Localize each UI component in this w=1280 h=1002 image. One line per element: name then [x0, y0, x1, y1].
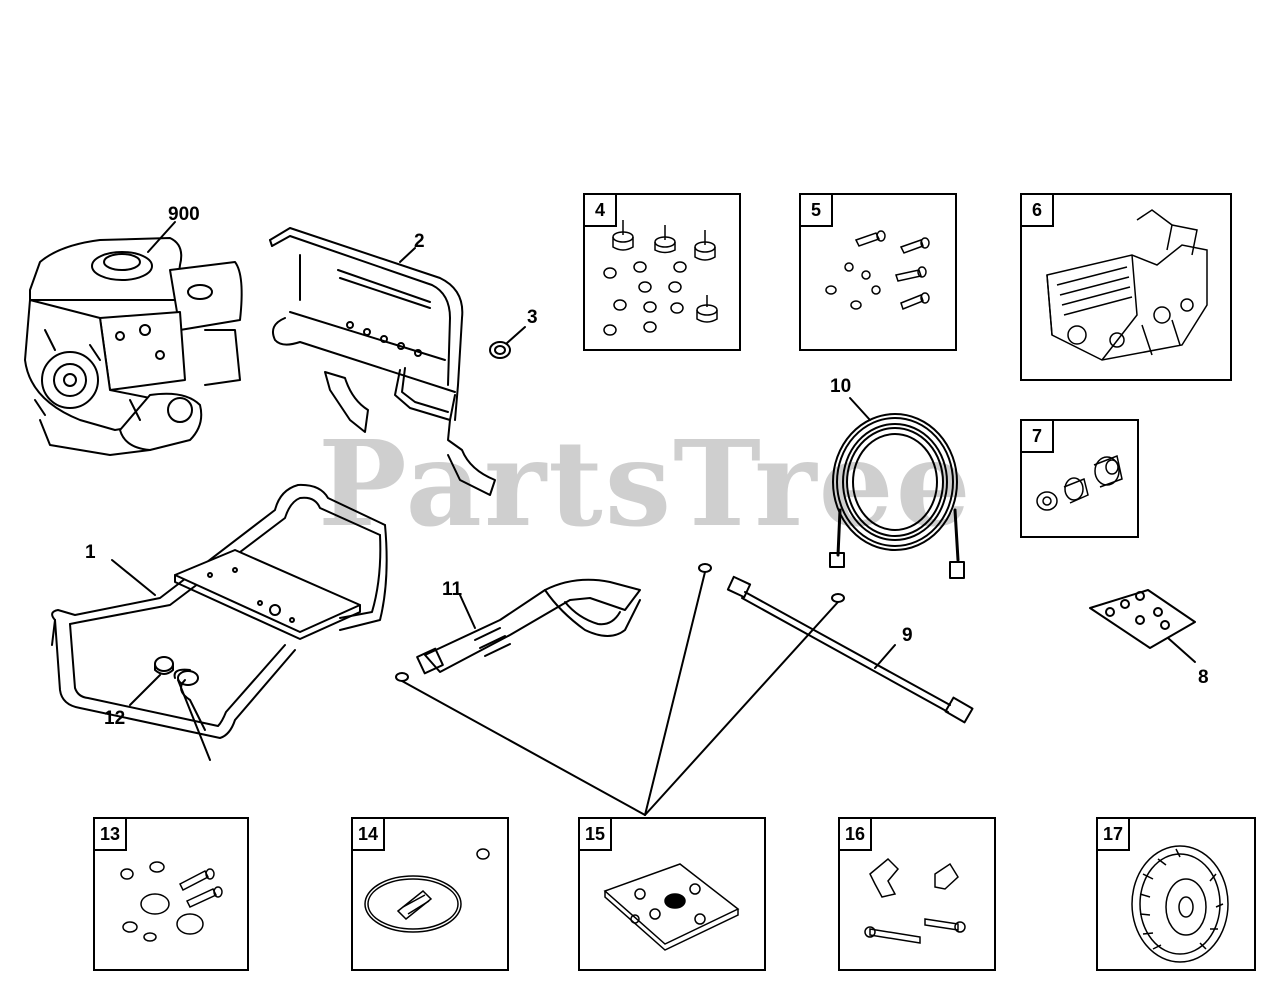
callout-12: 12 — [104, 708, 126, 729]
callout-8: 8 — [1198, 667, 1209, 688]
kit-box-7-number: 7 — [1022, 421, 1054, 453]
kit-box-4: 4 — [583, 193, 741, 351]
kit-box-16-number: 16 — [840, 819, 872, 851]
kit-box-5: 5 — [799, 193, 957, 351]
kit-box-15-number: 15 — [580, 819, 612, 851]
kit-box-17-number: 17 — [1098, 819, 1130, 851]
seal-kit-icon — [603, 863, 740, 951]
nozzle-kit-illustration — [1089, 589, 1196, 649]
kit-box-14-number: 14 — [353, 819, 385, 851]
base-frame-illustration — [51, 483, 388, 761]
kit-box-7: 7 — [1020, 419, 1139, 538]
kit-box-17: 17 — [1096, 817, 1256, 971]
leader-15-a — [401, 680, 646, 816]
pump-icon — [1046, 209, 1208, 361]
callout-10: 10 — [830, 376, 852, 397]
leader-15-c — [644, 601, 839, 816]
kit-box-16: 16 — [838, 817, 996, 971]
hose-coil-illustration — [829, 413, 965, 603]
nut-3-illustration — [489, 341, 511, 359]
leader-3 — [506, 326, 526, 344]
leader-11 — [459, 594, 476, 629]
spray-gun-illustration — [395, 578, 641, 682]
callout-3: 3 — [527, 307, 538, 328]
wheel-icon — [1131, 845, 1229, 963]
leader-8 — [1167, 637, 1196, 663]
leader-900 — [147, 221, 176, 253]
kit-box-6: 6 — [1020, 193, 1232, 381]
leader-10 — [849, 397, 871, 421]
kit-box-14: 14 — [351, 817, 509, 971]
leader-1 — [111, 559, 156, 596]
leader-15-b — [644, 571, 706, 816]
callout-900: 900 — [168, 204, 200, 225]
kit-box-13: 13 — [93, 817, 249, 971]
kit-box-13-number: 13 — [95, 819, 127, 851]
leader-2 — [399, 247, 416, 263]
engine-illustration — [24, 237, 243, 456]
hardware-kit-13-icon — [120, 861, 223, 942]
callout-9: 9 — [902, 625, 913, 646]
leader-9 — [874, 644, 896, 669]
bolts-icon — [825, 230, 930, 310]
callout-2: 2 — [414, 231, 425, 252]
frame-handle-illustration — [269, 227, 496, 496]
o-ring-filter-icon — [364, 848, 490, 933]
callout-1: 1 — [85, 542, 96, 563]
callout-11: 11 — [442, 579, 463, 600]
cap-12-illustration — [154, 656, 174, 675]
wand-illustration — [698, 563, 974, 724]
kit-box-15: 15 — [578, 817, 766, 971]
kit-box-5-number: 5 — [801, 195, 833, 227]
unloader-valve-icon — [1036, 454, 1123, 511]
kit-box-6-number: 6 — [1022, 195, 1054, 227]
knobs-bolts-icon — [864, 857, 966, 944]
leader-12 — [129, 674, 161, 706]
kit-box-4-number: 4 — [585, 195, 617, 227]
vibration-mounts-icon — [603, 220, 718, 336]
